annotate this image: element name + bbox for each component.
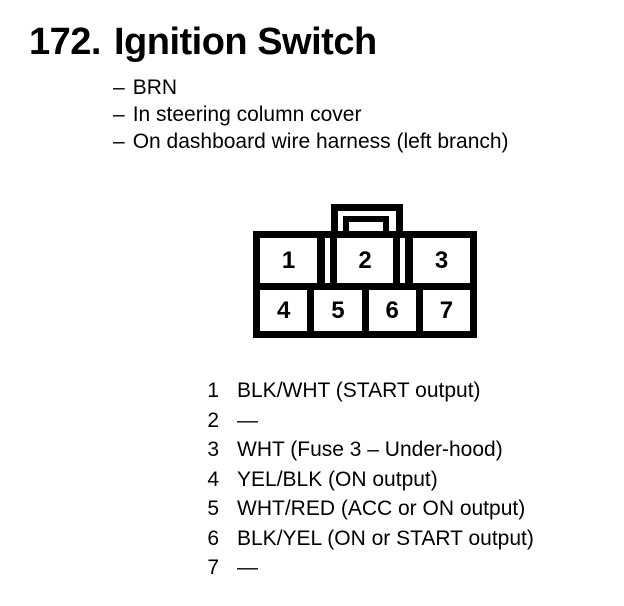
cavity-2: 2 [337, 238, 393, 283]
cavity-divider [307, 290, 315, 331]
pin-description: BLK/YEL (ON or START output) [237, 526, 534, 550]
pin-description: — [237, 556, 258, 579]
pin-row: 3 WHT (Fuse 3 – Under-hood) [205, 435, 534, 465]
component-name: Ignition Switch [113, 21, 377, 63]
pin-number: 3 [207, 438, 219, 461]
dash-bullet: – [113, 103, 125, 126]
latch-gap [325, 238, 330, 283]
row-divider [260, 283, 470, 290]
note-location: –In steering column cover [113, 101, 509, 128]
dash-bullet: – [113, 130, 125, 153]
latch-wall-right [393, 238, 400, 283]
pin-row: 7 — [205, 553, 534, 583]
component-number: 172. [29, 21, 101, 63]
cavity-4: 4 [260, 290, 308, 331]
pin-number: 4 [207, 467, 219, 491]
pin-number: 5 [207, 497, 219, 520]
connector-body: 1 2 3 4 5 6 7 [253, 231, 477, 338]
cavity-3: 3 [413, 238, 470, 283]
component-notes: –BRN –In steering column cover –On dashb… [113, 74, 509, 155]
cavity-divider [317, 238, 325, 283]
connector-diagram: 1 2 3 4 5 6 7 [253, 204, 477, 338]
cavity-7: 7 [422, 290, 470, 331]
note-text: In steering column cover [132, 103, 362, 126]
connector-bottom-row: 4 5 6 7 [260, 290, 470, 331]
pin-row: 4 YEL/BLK (ON output) [205, 465, 534, 495]
cavity-1: 1 [260, 238, 317, 283]
cavity-6: 6 [368, 290, 416, 331]
pin-row: 2 — [205, 406, 534, 436]
pin-description: BLK/WHT (START output) [237, 379, 481, 402]
cavity-divider [405, 238, 413, 283]
note-text: On dashboard wire harness (left branch) [132, 130, 509, 153]
page-title: 172. Ignition Switch [29, 23, 377, 61]
note-connector-color: –BRN [113, 74, 509, 101]
pin-row: 5 WHT/RED (ACC or ON output) [205, 494, 534, 524]
pin-number: 2 [207, 408, 219, 432]
pin-number: 7 [207, 556, 219, 579]
pin-description: YEL/BLK (ON output) [237, 467, 438, 491]
note-harness: –On dashboard wire harness (left branch) [113, 128, 509, 155]
pin-description: WHT/RED (ACC or ON output) [237, 497, 526, 520]
pin-description: WHT (Fuse 3 – Under-hood) [237, 438, 503, 461]
cavity-divider [361, 290, 369, 331]
cavity-divider [415, 290, 423, 331]
connector-top-row: 1 2 3 [260, 238, 470, 283]
cavity-5: 5 [314, 290, 362, 331]
dash-bullet: – [113, 76, 125, 99]
pin-row: 1 BLK/WHT (START output) [205, 376, 534, 406]
pin-number: 1 [207, 379, 219, 402]
pin-number: 6 [207, 526, 219, 550]
latch-wall-left [330, 238, 337, 283]
pin-description: — [237, 408, 258, 432]
latch-gap [400, 238, 405, 283]
pin-legend: 1 BLK/WHT (START output) 2 — 3 WHT (Fuse… [205, 376, 534, 583]
note-text: BRN [132, 76, 178, 99]
pin-row: 6 BLK/YEL (ON or START output) [205, 524, 534, 554]
